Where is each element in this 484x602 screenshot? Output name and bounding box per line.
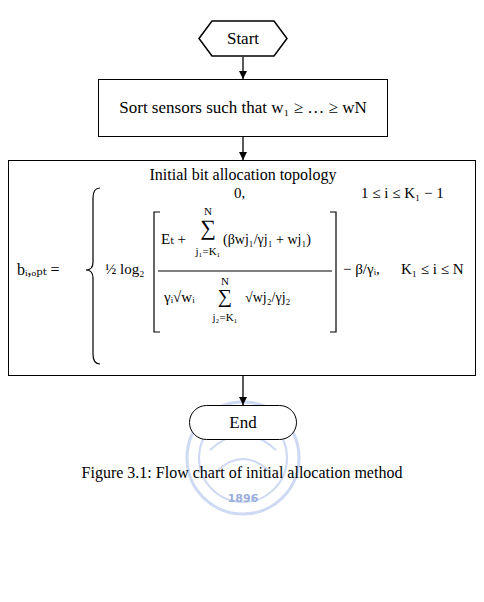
flow-arrow (242, 137, 243, 160)
formula-term: bᵢ,ₒₚₜ = (17, 261, 60, 279)
node-label: Sort sensors such that w₁ ≥ … ≥ wN (119, 98, 366, 118)
formula-term: − β/γᵢ, (343, 261, 380, 278)
watermark-year: 1896 (228, 492, 259, 505)
box-heading: Initial bit allocation topology (149, 166, 336, 184)
formula-term: 0, (234, 185, 245, 202)
process-box: Initial bit allocation topology bᵢ,ₒₚₜ = 0… (8, 160, 476, 376)
figure-caption: Figure 3.1: Flow chart of initial alloca… (82, 464, 403, 482)
formula-term: √wj₂/γj₂ (245, 290, 290, 306)
end-terminal: End (189, 405, 297, 440)
sum-symbol: ∑ (218, 285, 232, 308)
sum-symbol: ∑ (200, 215, 216, 240)
formula-condition: 1 ≤ i ≤ K₁ − 1 (361, 185, 444, 202)
formula-term: Eₜ + (161, 231, 186, 248)
node-label: Start (227, 29, 259, 49)
formula-condition: K₁ ≤ i ≤ N (401, 261, 464, 278)
formula-term: γᵢ√wᵢ (164, 289, 195, 306)
flow-arrow (242, 376, 243, 405)
process-box: Sort sensors such that w₁ ≥ … ≥ wN (98, 79, 388, 137)
node-label: End (229, 413, 256, 433)
start-terminal: Start (198, 20, 288, 57)
sum-limit: j₁=K₁ (196, 245, 221, 258)
formula-term: (βwj₁/γj₁ + wj₁) (223, 232, 311, 248)
sum-limit: j₂=K₁ (213, 311, 238, 324)
formula-term: ½ log₂ (105, 261, 144, 278)
flow-arrow (242, 57, 243, 79)
